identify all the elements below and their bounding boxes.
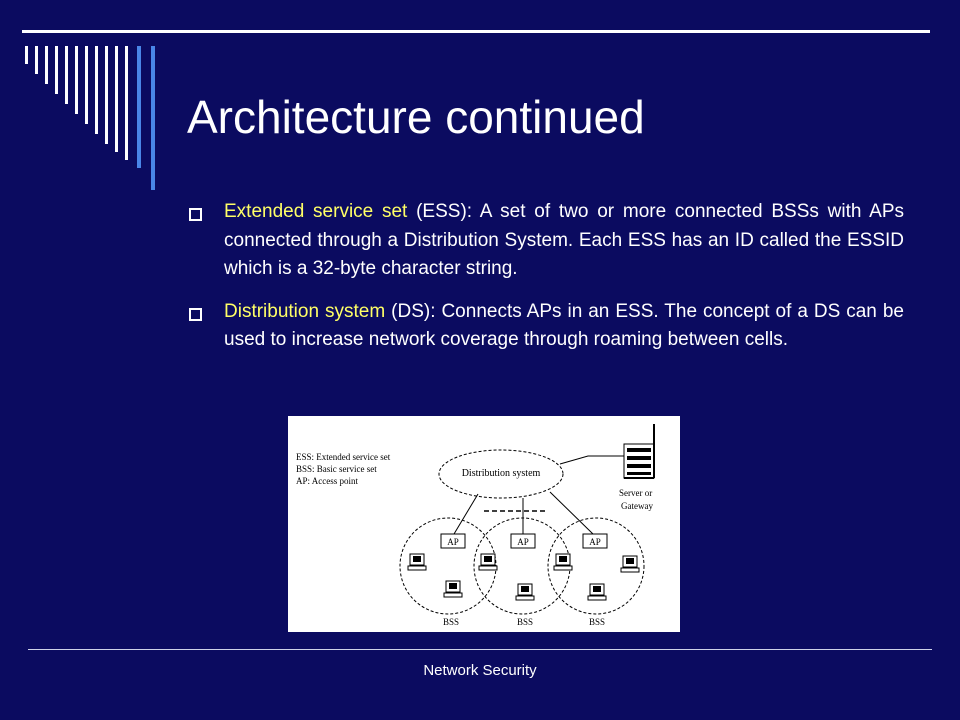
gateway-label: Gateway: [621, 501, 653, 511]
decorative-bar: [55, 46, 58, 94]
ess-diagram: ESS: Extended service set BSS: Basic ser…: [288, 416, 680, 632]
ap-link: [549, 491, 594, 535]
computer-icon: [553, 553, 573, 571]
computer-icon: [515, 583, 535, 601]
server-link: [559, 455, 624, 465]
decorative-bar: [95, 46, 98, 134]
computer-icon: [587, 583, 607, 601]
slide-title: Architecture continued: [187, 91, 645, 143]
square-bullet-icon: [189, 307, 202, 321]
legend-ap: AP: Access point: [296, 476, 358, 486]
legend-ess: ESS: Extended service set: [296, 452, 391, 462]
bullet-text: Distribution system (DS): Connects APs i…: [224, 298, 904, 355]
distribution-system-label: Distribution system: [462, 468, 541, 479]
decorative-bar: [137, 46, 141, 168]
computer-icon: [620, 555, 640, 573]
bullet-term: Distribution system: [224, 300, 386, 322]
computer-icon: [478, 553, 498, 571]
decorative-bar: [25, 46, 28, 64]
server-icon: [623, 424, 655, 479]
bullet-description: (DS): Connects APs in an ESS. The concep…: [224, 300, 904, 351]
legend-bss: BSS: Basic service set: [296, 464, 377, 474]
decorative-bar: [105, 46, 108, 144]
bullet-description: (ESS): A set of two or more connected BS…: [224, 201, 904, 279]
computer-icon: [443, 580, 463, 598]
bss-label: BSS: [589, 617, 605, 627]
distribution-system-cloud: [438, 449, 564, 499]
decorative-bar: [85, 46, 88, 124]
decorative-bar: [115, 46, 118, 152]
bss-circle: [547, 517, 645, 615]
svg-text:AP: AP: [447, 537, 459, 547]
server-label: Server or: [619, 488, 652, 498]
decorative-bar: [45, 46, 48, 84]
decorative-bar: [35, 46, 38, 74]
bullet-text: Extended service set (ESS): A set of two…: [224, 198, 904, 284]
access-point-icon: AP: [510, 533, 536, 549]
bullet-item: Distribution system (DS): Connects APs i…: [187, 298, 904, 355]
svg-text:AP: AP: [589, 537, 601, 547]
bullet-term: Extended service set: [224, 201, 408, 222]
decorative-bar: [65, 46, 68, 104]
decorative-top-line: [22, 30, 930, 33]
footer-text: Network Security: [423, 662, 537, 679]
ap-link: [453, 493, 479, 535]
decorative-bar: [151, 46, 155, 190]
bullet-item: Extended service set (ESS): A set of two…: [187, 198, 904, 284]
computer-icon: [407, 553, 427, 571]
decorative-bar: [125, 46, 128, 160]
square-bullet-icon: [189, 208, 202, 221]
bss-label: BSS: [443, 617, 459, 627]
footer-divider: [28, 649, 932, 650]
access-point-icon: AP: [440, 533, 466, 549]
decorative-bar: [75, 46, 78, 114]
bullet-list: Extended service set (ESS): A set of two…: [187, 198, 904, 369]
svg-text:AP: AP: [517, 537, 529, 547]
bss-label: BSS: [517, 617, 533, 627]
access-point-icon: AP: [582, 533, 608, 549]
